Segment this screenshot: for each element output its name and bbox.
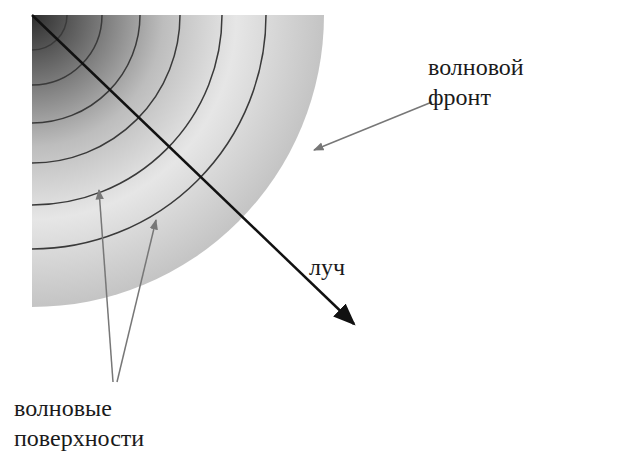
label-text: луч [309, 252, 369, 282]
leader-line [314, 102, 432, 150]
wave-region [32, 15, 324, 307]
leader-line [99, 190, 113, 382]
ray-arrow [32, 15, 354, 324]
leader-line [117, 220, 156, 382]
label-text: волновой фронт [428, 52, 578, 112]
label-text: волновые поверхности [14, 393, 164, 453]
